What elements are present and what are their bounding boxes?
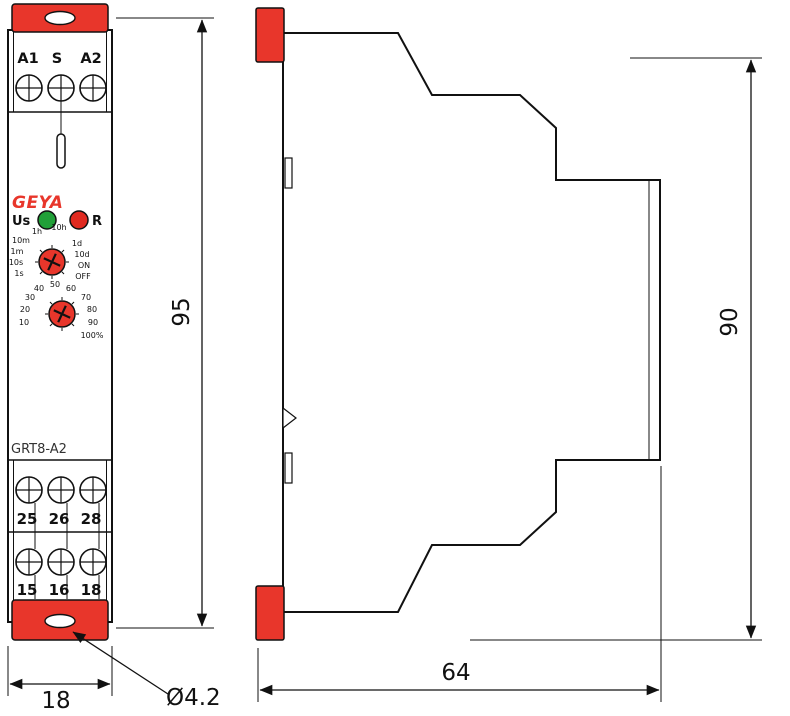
- relay-led-label: R: [92, 214, 102, 229]
- front-slot-side: [284, 157, 293, 189]
- percent-dial-label: 40: [34, 284, 44, 293]
- screw-terminal-15: [15, 548, 43, 576]
- percent-dial-label: 10: [19, 318, 29, 327]
- dimension-side-height: 90: [470, 57, 762, 641]
- percent-dial-label: 100%: [81, 331, 104, 340]
- percent-dial-label: 50: [50, 280, 60, 289]
- percent-dial-label: 70: [81, 293, 91, 302]
- percent-dial-label: 30: [25, 293, 35, 302]
- front-view: A1 S A2 GEYA Us R 1h 10h 10m 1m 10s 1s 1…: [7, 3, 113, 641]
- front-slot: [56, 133, 66, 169]
- screw-terminal-s: [47, 74, 75, 102]
- terminal-number-26: 26: [49, 510, 70, 528]
- screw-terminal-a1: [15, 74, 43, 102]
- dimension-front-width: 18: [7, 646, 113, 714]
- top-mounting-hole: [44, 10, 76, 26]
- time-dial-label: 1m: [11, 247, 24, 256]
- red-led: [69, 210, 89, 230]
- brand-logo: GEYA: [12, 193, 63, 213]
- dimension-label-95: 95: [169, 297, 195, 326]
- percent-dial-knob[interactable]: [45, 297, 79, 331]
- bottom-din-clip[interactable]: [255, 585, 285, 641]
- dimension-front-height: 95: [116, 17, 214, 629]
- side-body: [282, 32, 661, 613]
- snap-hook-notch: [282, 406, 297, 430]
- time-dial-label: 1d: [72, 239, 82, 248]
- dimension-side-depth: 64: [257, 466, 662, 702]
- dimension-label-hole: Ø4.2: [166, 685, 221, 711]
- time-dial-label: 10s: [9, 258, 23, 267]
- screw-terminal-26: [47, 476, 75, 504]
- terminal-label-a2: A2: [80, 51, 101, 67]
- time-dial-label: 1h: [32, 227, 42, 236]
- supply-led-label: Us: [12, 214, 31, 229]
- time-dial-label: ON: [78, 261, 90, 270]
- terminal-label-s: S: [52, 51, 62, 67]
- terminal-number-25: 25: [17, 510, 38, 528]
- dimension-label-18: 18: [41, 688, 70, 714]
- terminal-label-a1: A1: [17, 51, 38, 67]
- percent-dial[interactable]: 40 50 60 30 70 20 80 10 90 100%: [19, 280, 104, 340]
- percent-dial-label: 80: [87, 305, 97, 314]
- percent-dial-label: 90: [88, 318, 98, 327]
- time-dial-knob[interactable]: [35, 245, 69, 279]
- time-dial-label: OFF: [75, 272, 91, 281]
- screw-terminal-a2: [79, 74, 107, 102]
- time-range-dial[interactable]: 1h 10h 10m 1m 10s 1s 1d 10d ON OFF: [9, 223, 91, 281]
- terminal-number-18: 18: [81, 581, 102, 599]
- time-dial-label: 1s: [14, 269, 23, 278]
- screw-terminal-18: [79, 548, 107, 576]
- screw-terminal-28: [79, 476, 107, 504]
- percent-dial-label: 20: [20, 305, 30, 314]
- screw-terminal-16: [47, 548, 75, 576]
- dimension-label-64: 64: [441, 660, 470, 686]
- terminal-number-15: 15: [17, 581, 38, 599]
- model-label: GRT8-A2: [11, 442, 67, 457]
- terminal-number-16: 16: [49, 581, 70, 599]
- screw-terminal-25: [15, 476, 43, 504]
- top-clip: [255, 7, 285, 63]
- time-dial-label: 10d: [74, 250, 89, 259]
- side-view: [255, 7, 661, 641]
- bottom-mounting-hole: [44, 613, 76, 629]
- dimension-label-90: 90: [717, 307, 743, 336]
- percent-dial-label: 60: [66, 284, 76, 293]
- front-slot-side: [284, 452, 293, 484]
- dimension-hole-diameter: Ø4.2: [72, 631, 221, 711]
- time-dial-label: 10h: [51, 223, 66, 232]
- time-dial-label: 10m: [12, 236, 30, 245]
- terminal-number-28: 28: [81, 510, 102, 528]
- green-led: [37, 210, 57, 230]
